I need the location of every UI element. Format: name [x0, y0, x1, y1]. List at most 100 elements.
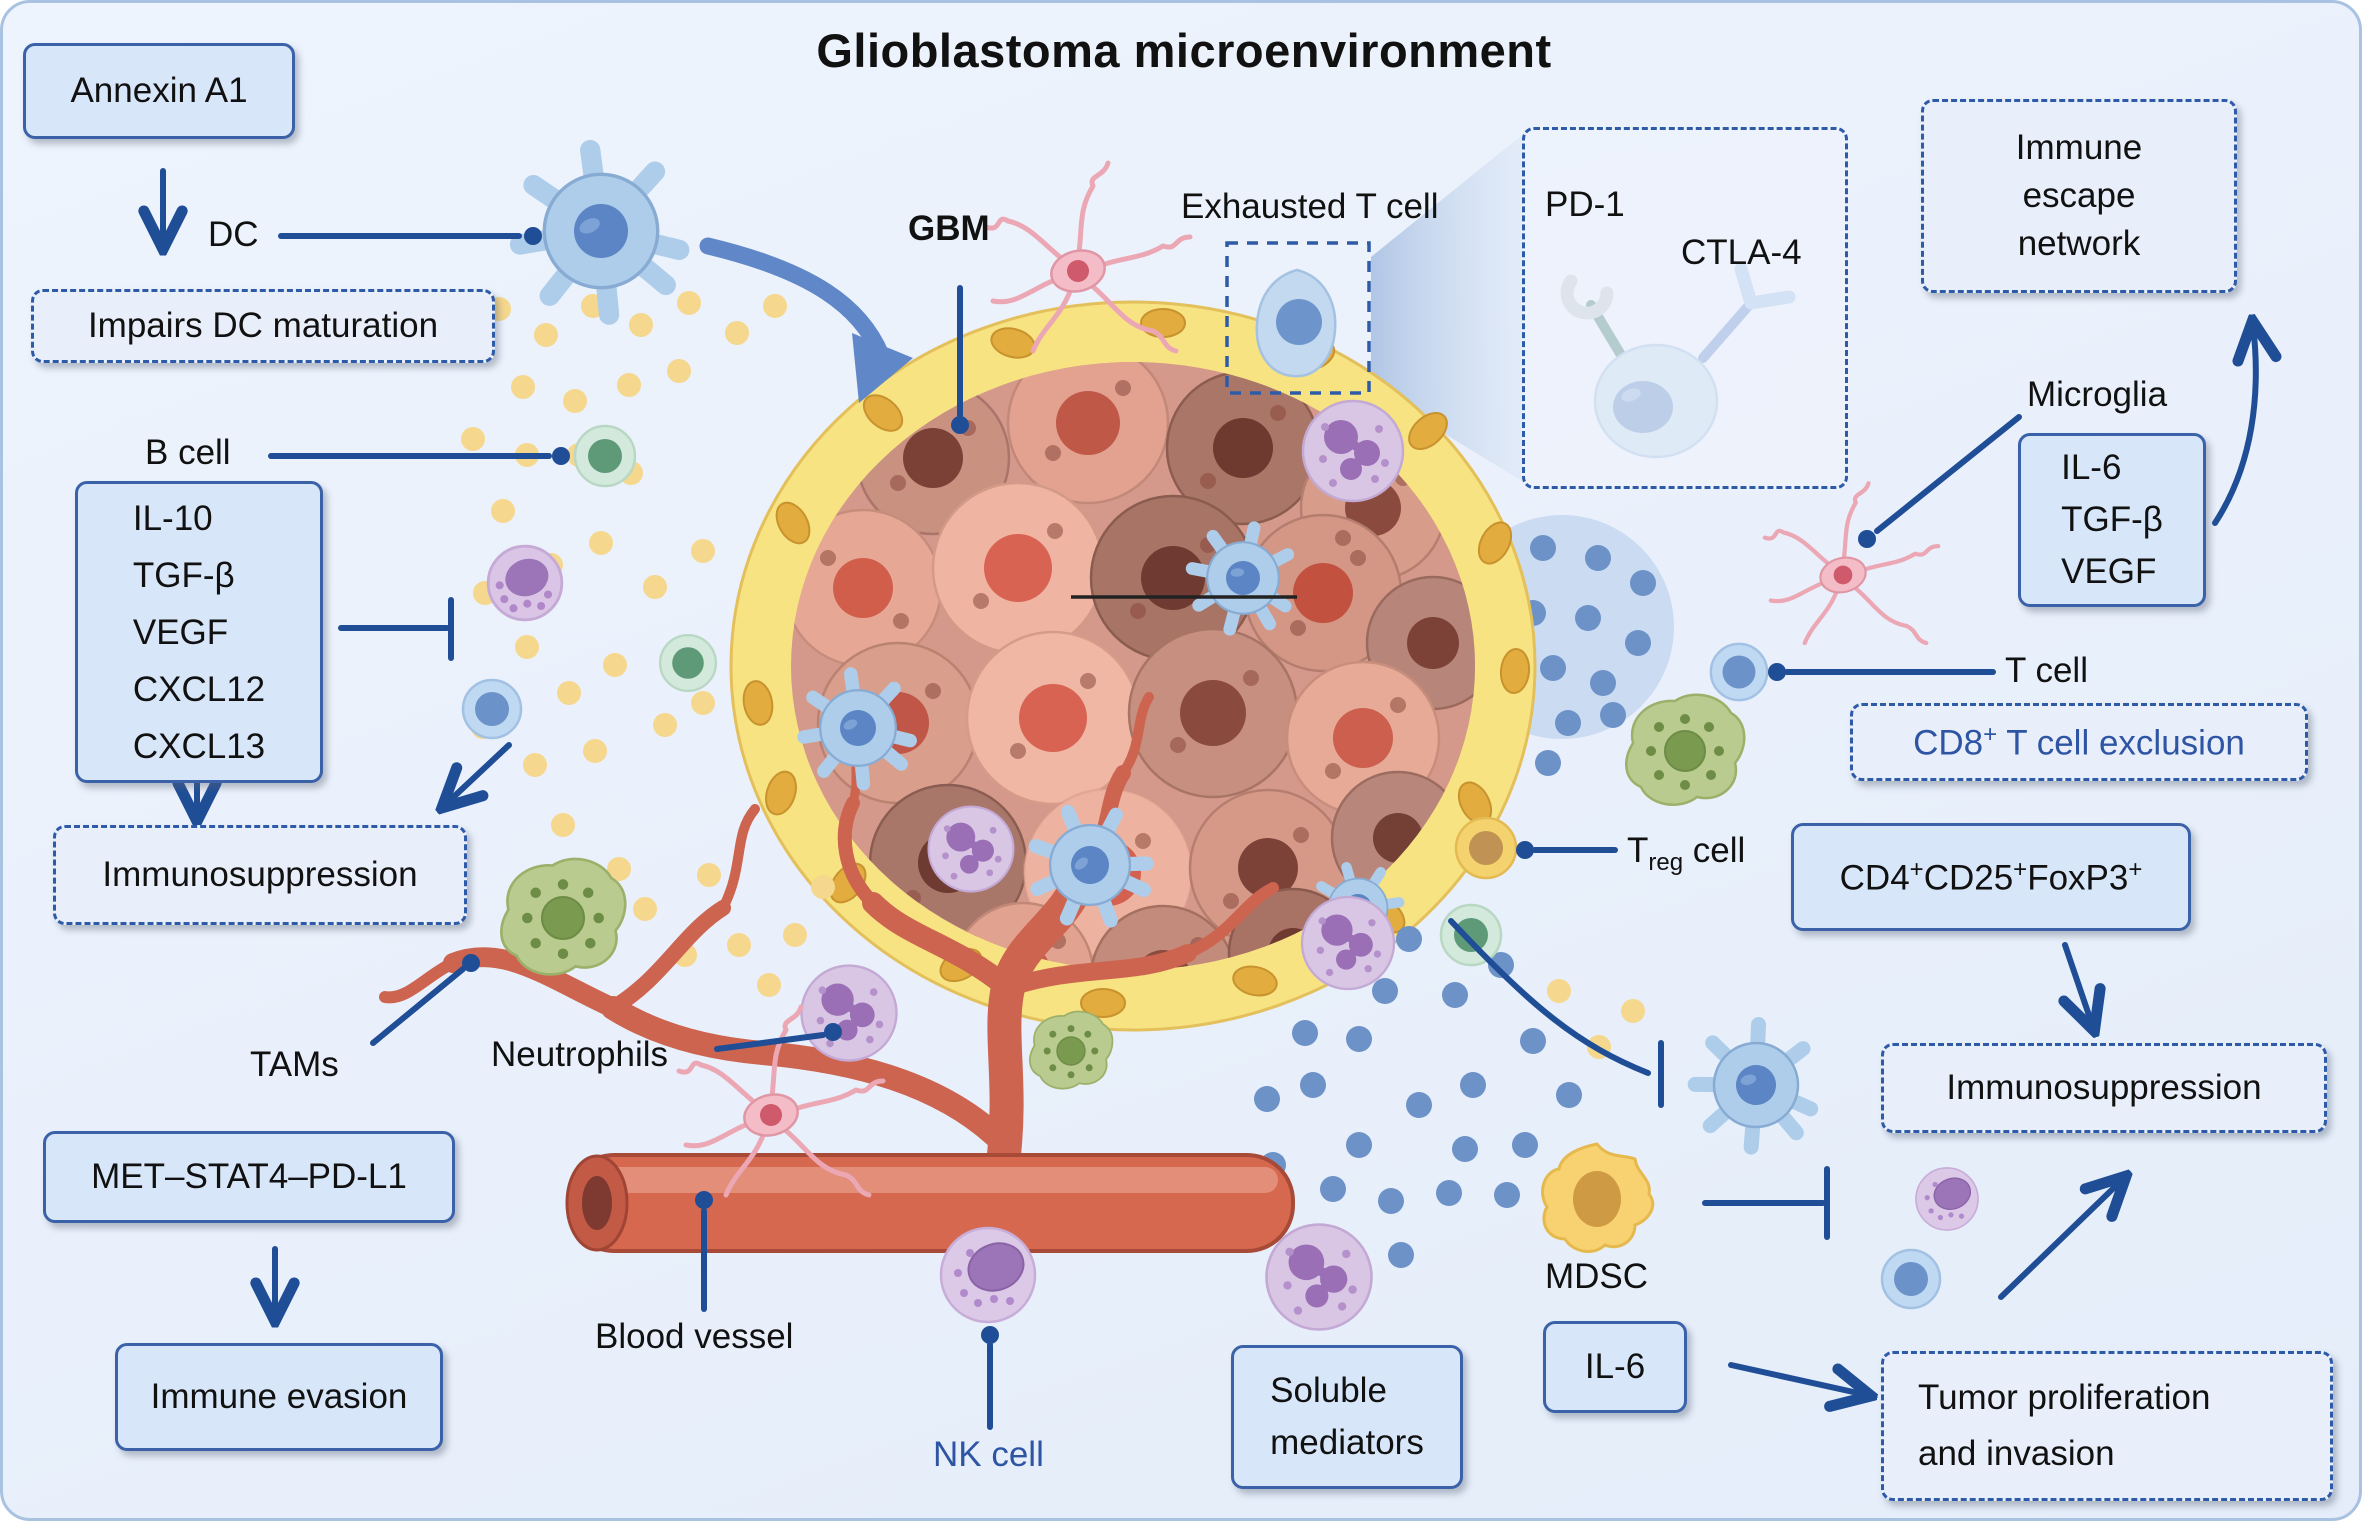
neutrophil-icon — [1267, 1225, 1372, 1330]
box-immune-evasion: Immune evasion — [115, 1343, 443, 1451]
immunosuppression-left-label: Immunosuppression — [102, 855, 418, 894]
cd8-rest: T cell exclusion — [1997, 723, 2245, 763]
box-annexin-a1: Annexin A1 — [23, 43, 295, 139]
label-nk-cell: NK cell — [933, 1435, 1044, 1474]
immune-escape-line1: Immune — [2015, 128, 2143, 167]
immune-escape-line2: escape — [2022, 176, 2136, 215]
neutrophil-icon — [929, 807, 1014, 892]
label-treg-cell: Treg cell — [1627, 831, 1745, 877]
neutrophil-icon — [1303, 401, 1403, 501]
cytokine-tgfb: TGF-β — [132, 555, 235, 595]
blue-cell-icon — [1880, 1248, 1942, 1310]
cd4-b: CD25 — [1923, 858, 2014, 898]
nk-cell-icon — [939, 1226, 1037, 1324]
tam-cell-icon — [500, 857, 627, 976]
box-microglia-cytokines: IL-6 TGF-β VEGF — [2018, 433, 2206, 607]
cd4-c: FoxP3 — [2027, 858, 2129, 898]
label-b-cell: B cell — [145, 433, 231, 472]
arrow-cell-to-immunosuppression — [445, 742, 512, 805]
cytokine-cxcl12: CXCL12 — [132, 669, 266, 709]
illustration-layer — [3, 135, 2362, 1430]
box-tumor-proliferation: Tumor proliferation and invasion — [1881, 1351, 2333, 1501]
immunosuppression-right-label: Immunosuppression — [1946, 1068, 2262, 1107]
box-cytokines: IL-10 TGF-β VEGF CXCL12 CXCL13 — [75, 481, 323, 783]
green-cell-icon — [658, 633, 718, 693]
blood-vessel — [379, 692, 1295, 1253]
box-impairs-dc-label: Impairs DC maturation — [87, 306, 439, 345]
treg-suffix: cell — [1683, 831, 1746, 870]
purple-cell-icon — [486, 544, 564, 622]
box-immunosuppression-right: Immunosuppression — [1881, 1043, 2327, 1133]
exhausted-t-cell-icon — [1255, 268, 1337, 378]
box-annexin-a1-label: Annexin A1 — [70, 71, 248, 110]
met-stat4-label: MET–STAT4–PD-L1 — [91, 1157, 407, 1196]
blue-cell-icon — [461, 678, 523, 740]
label-microglia: Microglia — [2027, 375, 2168, 414]
box-met-stat4-pdl1: MET–STAT4–PD-L1 — [43, 1131, 455, 1223]
dendritic-cell-icon — [520, 150, 679, 315]
inhibit-tumor-to-dc — [1448, 918, 1651, 1076]
arrow-cells-up — [1998, 1179, 2123, 1300]
label-blood-vessel: Blood vessel — [595, 1317, 794, 1356]
microglia-tgfb: TGF-β — [2061, 500, 2163, 539]
label-ctla4: CTLA-4 — [1681, 233, 1802, 272]
cd8-exclusion-label: CD8+ T cell exclusion — [1913, 721, 2245, 764]
label-pd1: PD-1 — [1545, 185, 1625, 224]
box-immune-escape-network: Immune escape network — [1921, 99, 2237, 293]
soluble-line2: mediators — [1270, 1423, 1424, 1462]
box-impairs-dc-maturation: Impairs DC maturation — [31, 289, 495, 363]
cd4-sup1: + — [1909, 855, 1924, 883]
exhausted-t-cell-frame — [1225, 241, 1371, 395]
label-tams: TAMs — [250, 1045, 339, 1084]
microglia-vegf: VEGF — [2061, 552, 2157, 591]
microglia-il6: IL-6 — [2061, 448, 2122, 487]
label-neutrophils: Neutrophils — [491, 1035, 669, 1074]
arrow-il6-to-tumor-proliferation — [1728, 1362, 1867, 1395]
soluble-line1: Soluble — [1270, 1371, 1387, 1410]
microglia-cell-icon — [1765, 483, 1938, 643]
cytokine-vegf: VEGF — [132, 612, 229, 652]
line-neutrophils — [714, 1032, 826, 1052]
dendritic-cell-icon — [1686, 1015, 1823, 1156]
arrow-dc-to-tumor — [699, 237, 913, 403]
cd4-phenotype-label: CD4+CD25+FoxP3+ — [1840, 856, 2143, 899]
label-mdsc: MDSC — [1545, 1257, 1649, 1296]
connector-dots — [462, 227, 1876, 1344]
neutrophil-icon — [1302, 897, 1394, 989]
tumor-prolif-line2: and invasion — [1918, 1434, 2115, 1473]
page-title: Glioblastoma microenvironment — [816, 24, 1552, 77]
arrow-cd4-to-immunosuppression — [2065, 942, 2093, 1027]
tam-cell-icon — [1625, 693, 1746, 806]
label-gbm: GBM — [908, 209, 990, 248]
b-cell-icon — [573, 424, 637, 488]
box-cd8-exclusion: CD8+ T cell exclusion — [1850, 703, 2308, 781]
green-cell-icon — [1439, 903, 1503, 967]
treg-sub: reg — [1648, 849, 1684, 876]
purple-cell-icon — [1915, 1167, 1979, 1231]
treg-cell-icon — [1454, 816, 1518, 880]
cd8-base: CD8 — [1913, 723, 1984, 763]
cd8-sup: + — [1983, 720, 1998, 748]
box-pd1-ctla4-inset — [1522, 127, 1848, 489]
immune-escape-line3: network — [2017, 224, 2141, 263]
line-microglia — [1874, 414, 2022, 534]
neutrophil-icon — [802, 966, 897, 1061]
tumor-prolif-line1: Tumor proliferation — [1918, 1378, 2211, 1417]
tam-cell-icon — [1029, 1010, 1114, 1090]
il6-label: IL-6 — [1584, 1347, 1646, 1386]
magnifier-cone — [1371, 135, 1522, 481]
t-cell-icon — [1709, 642, 1769, 702]
treg-prefix: T — [1627, 831, 1649, 870]
box-il6: IL-6 — [1543, 1321, 1687, 1413]
label-exhausted-t-cell: Exhausted T cell — [1181, 187, 1439, 226]
label-dc: DC — [208, 215, 259, 254]
cytokine-il10: IL-10 — [132, 498, 213, 538]
line-tams — [370, 966, 466, 1046]
arrow-to-immune-escape — [2212, 325, 2256, 526]
box-cd4-phenotype: CD4+CD25+FoxP3+ — [1791, 823, 2191, 931]
box-immunosuppression-left: Immunosuppression — [53, 825, 467, 925]
connectors — [163, 168, 2256, 1430]
box-soluble-mediators: Soluble mediators — [1231, 1345, 1463, 1489]
label-t-cell: T cell — [2005, 651, 2088, 690]
